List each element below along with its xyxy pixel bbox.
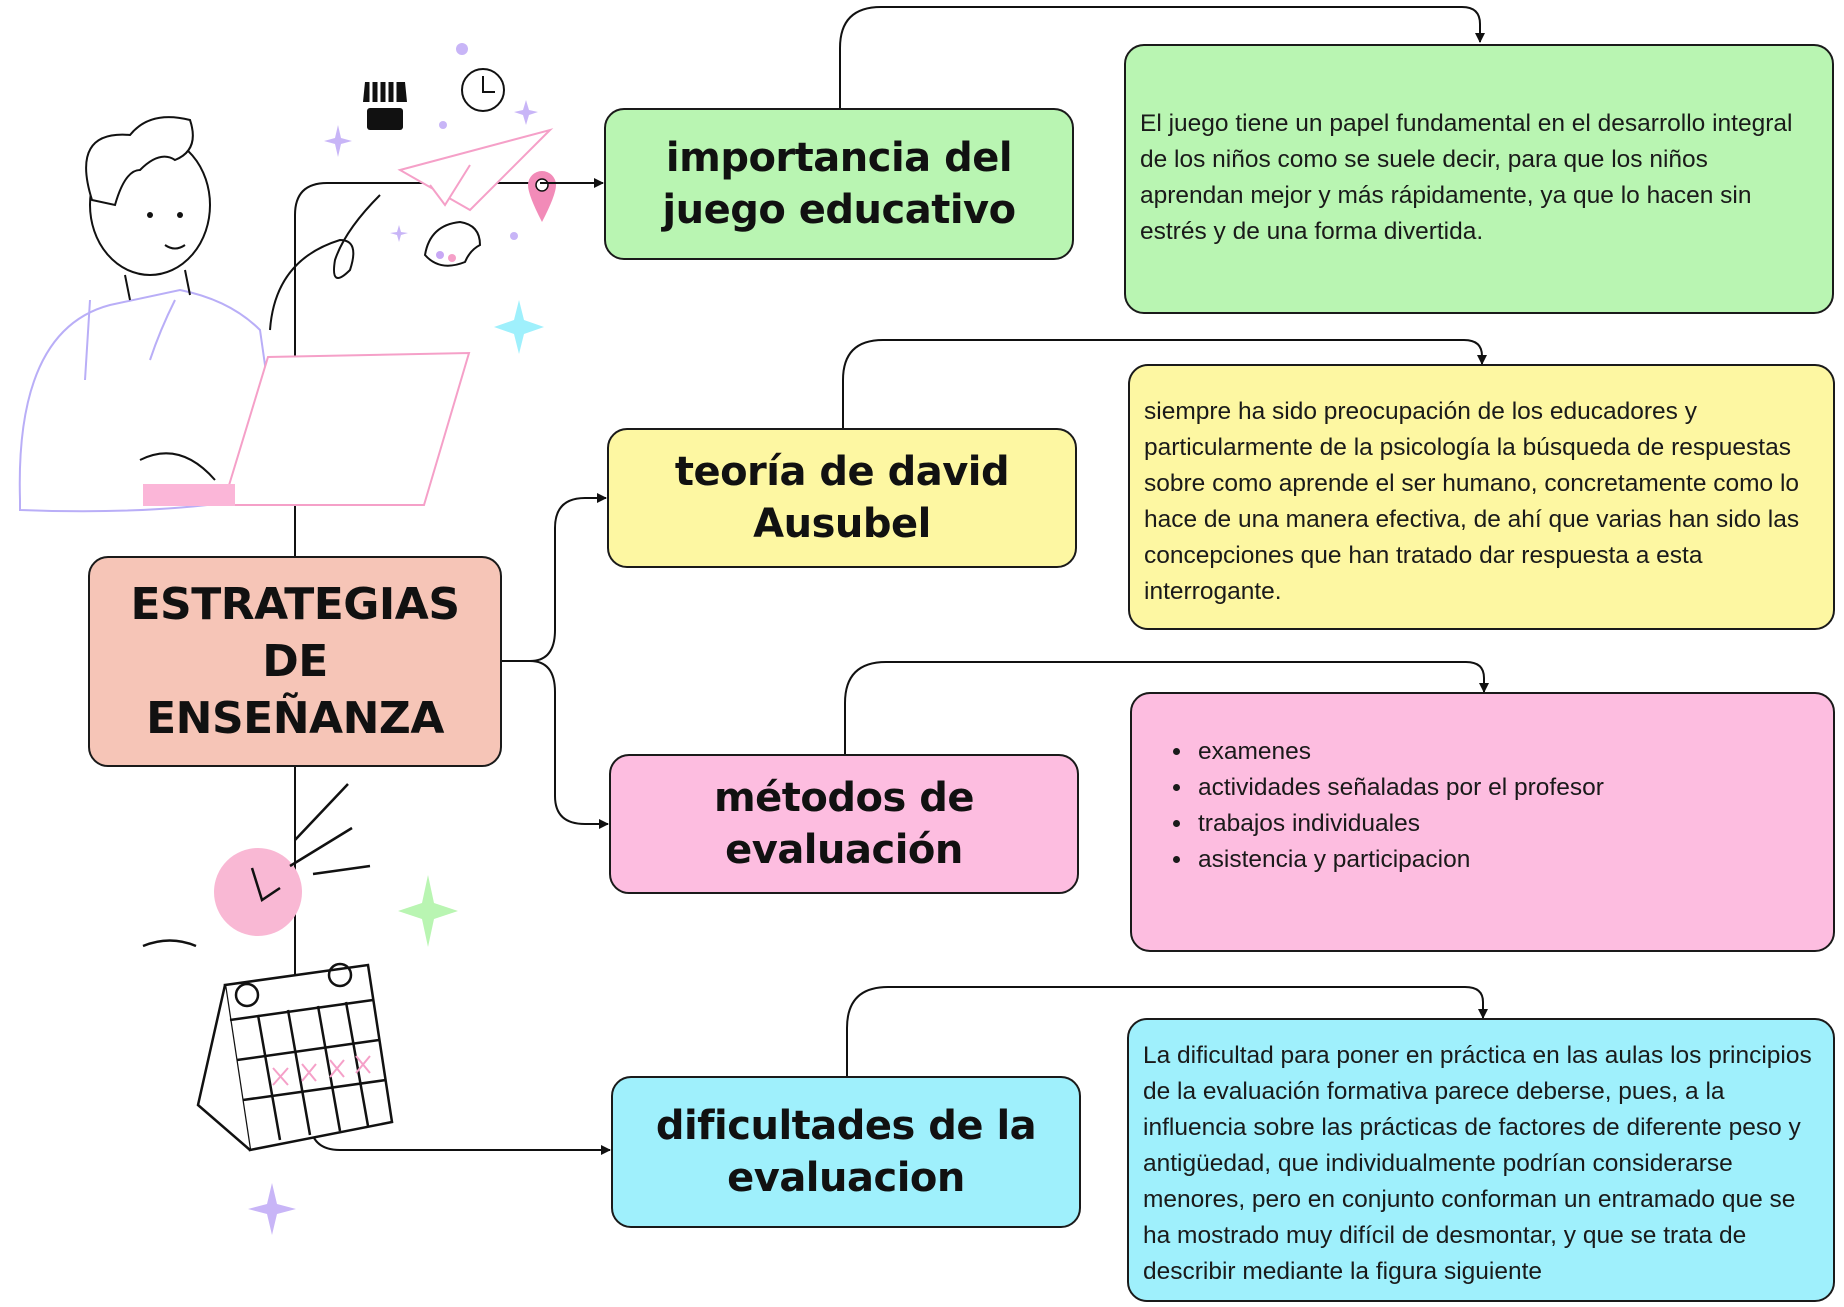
clock-icon — [142, 783, 371, 948]
list-item: examenes — [1194, 734, 1815, 770]
paint-palette-icon — [423, 220, 482, 267]
sparkle-icon — [494, 300, 544, 354]
list-item: trabajos individuales — [1194, 806, 1815, 842]
topic-label: métodos de evaluación — [713, 775, 975, 873]
topic-label: dificultades de la evaluacion — [655, 1103, 1037, 1201]
list-item: actividades señaladas por el profesor — [1194, 770, 1815, 806]
description-importancia-juego: El juego tiene un papel fundamental en e… — [1124, 44, 1834, 314]
description-text: La dificultad para poner en práctica en … — [1143, 1042, 1812, 1285]
topic-dificultades-evaluacion: dificultades de la evaluacion — [611, 1076, 1081, 1228]
evaluation-methods-list: examenes actividades señaladas por el pr… — [1146, 734, 1815, 878]
description-dificultades-evaluacion: La dificultad para poner en práctica en … — [1127, 1018, 1835, 1302]
central-topic-label: ESTRATEGIAS DE ENSEÑANZA — [130, 578, 460, 745]
calendar-icon — [196, 962, 394, 1152]
topic-label: importancia del juego educativo — [662, 135, 1016, 233]
description-teoria-ausubel: siempre ha sido preocupación de los educ… — [1128, 364, 1835, 630]
description-text: siempre ha sido preocupación de los educ… — [1144, 398, 1800, 605]
person-at-laptop-illustration — [18, 116, 471, 513]
clock-icon — [461, 68, 505, 112]
connector-lines — [294, 6, 1489, 1155]
storefront-icon — [363, 82, 407, 130]
central-topic-box: ESTRATEGIAS DE ENSEÑANZA — [88, 556, 502, 767]
topic-importancia-juego: importancia del juego educativo — [604, 108, 1074, 260]
topic-metodos-evaluacion: métodos de evaluación — [609, 754, 1079, 894]
location-pin-icon — [528, 170, 556, 222]
paper-plane-icon — [397, 128, 554, 212]
list-item: asistencia y participacion — [1194, 842, 1815, 878]
topic-teoria-ausubel: teoría de david Ausubel — [607, 428, 1077, 568]
sparkle-icon — [398, 875, 458, 947]
description-text: El juego tiene un papel fundamental en e… — [1140, 110, 1793, 245]
description-metodos-evaluacion: examenes actividades señaladas por el pr… — [1130, 692, 1835, 952]
sparkle-icon — [248, 43, 538, 1235]
topic-label: teoría de david Ausubel — [674, 449, 1010, 547]
